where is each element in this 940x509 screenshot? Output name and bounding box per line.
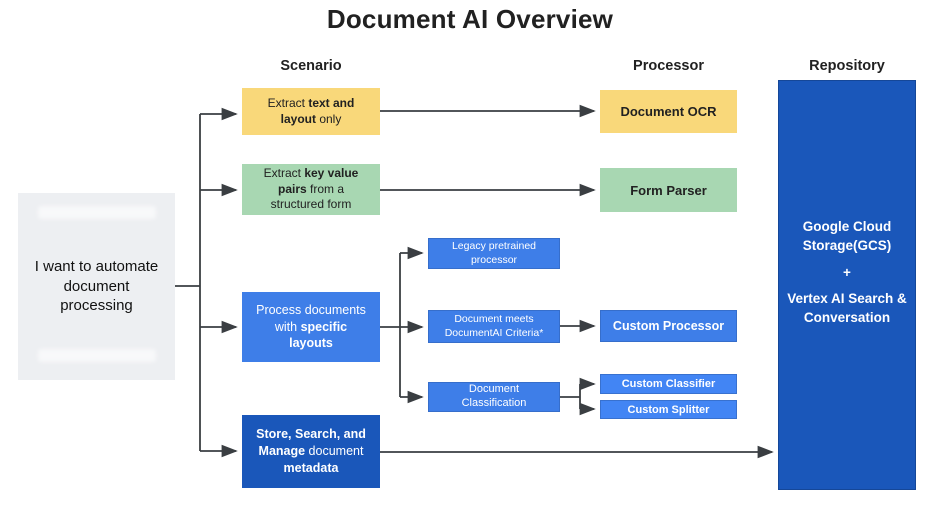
node-legacy-label: Legacy pretrained processor [451, 240, 537, 266]
node-intent-label: I want to automate document processing [34, 257, 159, 315]
node-intent: I want to automate document processing [18, 193, 175, 380]
node-custom-classifier: Custom Classifier [600, 374, 737, 394]
repository-search-label: Vertex AI Search & Conversation [787, 291, 907, 326]
column-header-repository: Repository [809, 58, 885, 74]
node-extract-text-layout: Extract text and layout only [242, 88, 380, 135]
node-custom-splitter: Custom Splitter [600, 400, 737, 419]
node-classification-label: Document Classification [461, 383, 527, 409]
node-document-ocr: Document OCR [600, 90, 737, 133]
node-documentai-criteria: Document meets DocumentAI Criteria* [428, 310, 560, 343]
node-store-search-manage: Store, Search, and Manage document metad… [242, 415, 380, 488]
node-extract-key-value: Extract key value pairs from a structure… [242, 164, 380, 215]
node-specific-layouts: Process documents with specific layouts [242, 292, 380, 362]
node-legacy-pretrained-processor: Legacy pretrained processor [428, 238, 560, 269]
redacted-text-placeholder [38, 206, 156, 219]
redacted-text-placeholder [38, 349, 156, 362]
node-document-ocr-label: Document OCR [620, 104, 717, 119]
node-custom-splitter-label: Custom Splitter [627, 403, 710, 416]
node-extract-text-layout-label: Extract text and layout only [267, 95, 355, 126]
node-document-classification: Document Classification [428, 382, 560, 412]
diagram-title: Document AI Overview [326, 4, 614, 34]
node-criteria-label: Document meets DocumentAI Criteria* [444, 313, 544, 339]
node-store-search-manage-label: Store, Search, and Manage document metad… [256, 427, 366, 475]
node-form-parser-label: Form Parser [630, 182, 707, 198]
repository-plus-label: + [843, 264, 851, 280]
column-header-scenario: Scenario [280, 58, 342, 74]
node-custom-classifier-label: Custom Classifier [621, 378, 716, 390]
repository-storage-label: Google Cloud Storage(GCS) [802, 218, 892, 253]
node-custom-processor: Custom Processor [600, 310, 737, 342]
node-specific-layouts-label: Process documents with specific layouts [256, 302, 366, 351]
column-header-processor: Processor [633, 58, 704, 74]
node-form-parser: Form Parser [600, 168, 737, 212]
node-repository-gcs-vertex: Google Cloud Storage(GCS) + Vertex AI Se… [778, 80, 916, 490]
node-extract-key-value-label: Extract key value pairs from a structure… [263, 166, 359, 212]
node-custom-processor-label: Custom Processor [612, 319, 725, 333]
